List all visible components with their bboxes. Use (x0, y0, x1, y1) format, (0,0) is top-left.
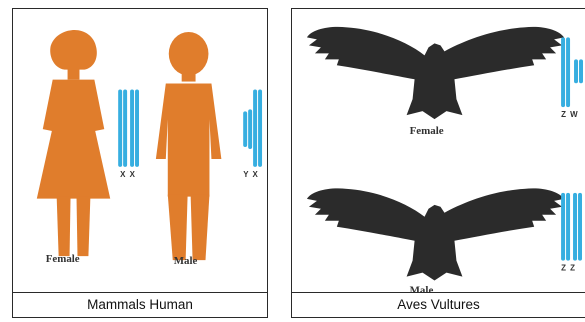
panel-caption: Mammals Human (13, 292, 267, 317)
aves-vultures-panel: Female Z W Male Z Z Aves Vultures (291, 8, 585, 318)
female-label: Female (410, 125, 444, 137)
male-zz-chromosomes (561, 193, 582, 261)
female-zw-chromosomes (561, 37, 583, 107)
female-xx-chromosomes (118, 89, 139, 166)
male-zz-label: Z Z (561, 264, 576, 273)
female-zw-label: Z W (561, 110, 579, 119)
female-vulture-figure (307, 27, 564, 119)
human-illustration: X X Female Y X Male (13, 9, 267, 293)
mammals-human-panel: X X Female Y X Male Mammals Human (12, 8, 268, 318)
vulture-illustration: Female Z W Male Z Z (292, 9, 585, 293)
male-vulture-figure (307, 188, 564, 280)
male-xy-label: Y X (243, 170, 259, 179)
male-xy-chromosomes (243, 89, 262, 166)
panel-caption: Aves Vultures (292, 292, 585, 317)
female-human-figure (37, 30, 110, 256)
male-label: Male (174, 255, 198, 267)
female-label: Female (46, 253, 80, 265)
male-human-figure (156, 32, 221, 260)
female-xx-label: X X (120, 170, 136, 179)
